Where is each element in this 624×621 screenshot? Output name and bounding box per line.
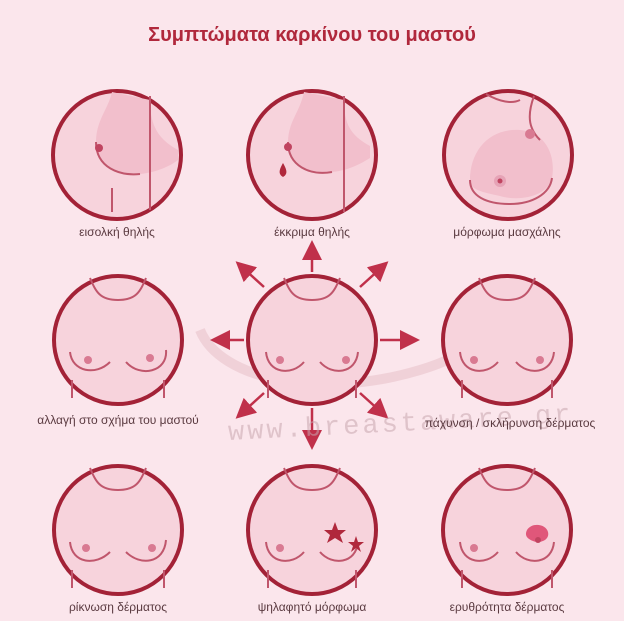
- symptom-label: πάχυνση / σκλήρυνση δέρματος: [424, 416, 596, 430]
- skin-dimpling-icon: [52, 464, 184, 596]
- symptom-label: ψηλαφητό μόρφωμα: [257, 600, 367, 614]
- connector-arrows: [210, 240, 420, 450]
- symptom-label: αλλαγή στο σχήμα του μαστού: [37, 413, 199, 427]
- armpit-lump-icon: [442, 89, 574, 221]
- breast-shape-change-icon: [52, 274, 184, 406]
- nipple-discharge-icon: [246, 89, 378, 221]
- skin-redness-icon: [441, 464, 573, 596]
- nipple-retraction-icon: [51, 89, 183, 221]
- symptom-label: ρίκνωση δέρματος: [68, 600, 167, 614]
- torso-front-icon: [246, 274, 378, 406]
- page-title: Συμπτώματα καρκίνου του μαστού: [148, 24, 476, 46]
- symptom-label: ερυθρότητα δέρματος: [449, 600, 565, 614]
- symptom-label: μόρφωμα μασχάλης: [453, 225, 561, 239]
- symptom-label: έκκριμα θηλής: [274, 225, 350, 239]
- symptom-label: εισολκή θηλής: [79, 225, 155, 239]
- palpable-lump-icon: [246, 464, 378, 596]
- skin-thickening-icon: [441, 274, 573, 406]
